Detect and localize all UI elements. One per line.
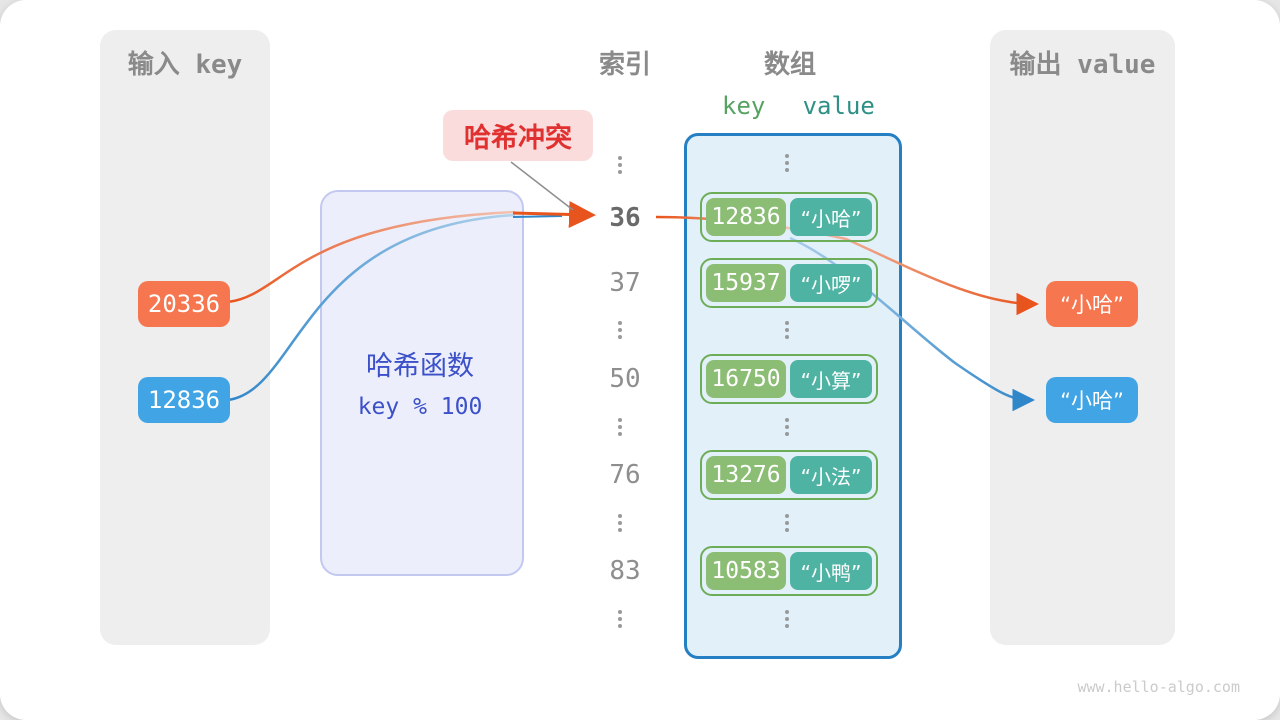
pair-key: 15937 xyxy=(706,264,786,302)
input-key-panel-title: 输入 key xyxy=(127,50,243,80)
hash-function-formula: key % 100 xyxy=(357,394,483,420)
index-row-83: 83 xyxy=(609,556,641,586)
index-row-50: 50 xyxy=(609,364,641,394)
pair-key: 10583 xyxy=(706,552,786,590)
hash-collision-label: 哈希冲突 xyxy=(443,110,593,161)
ellipsis-dots xyxy=(618,610,622,628)
array-pair-15937: 15937 “小啰” xyxy=(700,258,878,308)
pair-value: “小鸭” xyxy=(790,552,872,590)
value-header: value xyxy=(802,92,875,120)
array-pair-16750: 16750 “小算” xyxy=(700,354,878,404)
pair-key: 12836 xyxy=(706,198,786,236)
hash-function-name: 哈希函数 xyxy=(366,351,474,382)
output-value-blue: “小哈” xyxy=(1046,377,1138,423)
output-value-orange: “小哈” xyxy=(1046,281,1138,327)
ellipsis-dots xyxy=(618,156,622,174)
ellipsis-dots xyxy=(785,514,789,532)
ellipsis-dots xyxy=(618,418,622,436)
array-pair-13276: 13276 “小法” xyxy=(700,450,878,500)
ellipsis-dots xyxy=(785,154,789,172)
input-key-20336: 20336 xyxy=(138,281,230,327)
array-column-title: 数组 xyxy=(763,50,816,80)
ellipsis-dots xyxy=(785,321,789,339)
output-value-panel xyxy=(990,30,1175,645)
array-pair-10583: 10583 “小鸭” xyxy=(700,546,878,596)
array-pair-12836: 12836 “小哈” xyxy=(700,192,878,242)
pair-value: “小算” xyxy=(790,360,872,398)
ellipsis-dots xyxy=(618,514,622,532)
output-value-panel-title: 输出 value xyxy=(1009,50,1156,80)
pair-key: 16750 xyxy=(706,360,786,398)
input-key-panel xyxy=(100,30,270,645)
pair-value: “小啰” xyxy=(790,264,872,302)
pair-value: “小法” xyxy=(790,456,872,494)
ellipsis-dots xyxy=(785,610,789,628)
index-row-76: 76 xyxy=(609,460,641,490)
watermark: www.hello-algo.com xyxy=(1077,678,1240,696)
pair-value: “小哈” xyxy=(790,198,872,236)
key-value-header: key value xyxy=(700,92,890,120)
ellipsis-dots xyxy=(785,418,789,436)
index-row-37: 37 xyxy=(609,268,641,298)
input-key-12836: 12836 xyxy=(138,377,230,423)
index-row-36: 36 xyxy=(609,203,641,233)
pair-key: 13276 xyxy=(706,456,786,494)
arrow-hash-to-index-36 xyxy=(512,200,596,228)
hash-function-box xyxy=(320,190,524,576)
index-column-title: 索引 xyxy=(598,50,651,80)
key-header: key xyxy=(722,92,766,120)
ellipsis-dots xyxy=(618,321,622,339)
